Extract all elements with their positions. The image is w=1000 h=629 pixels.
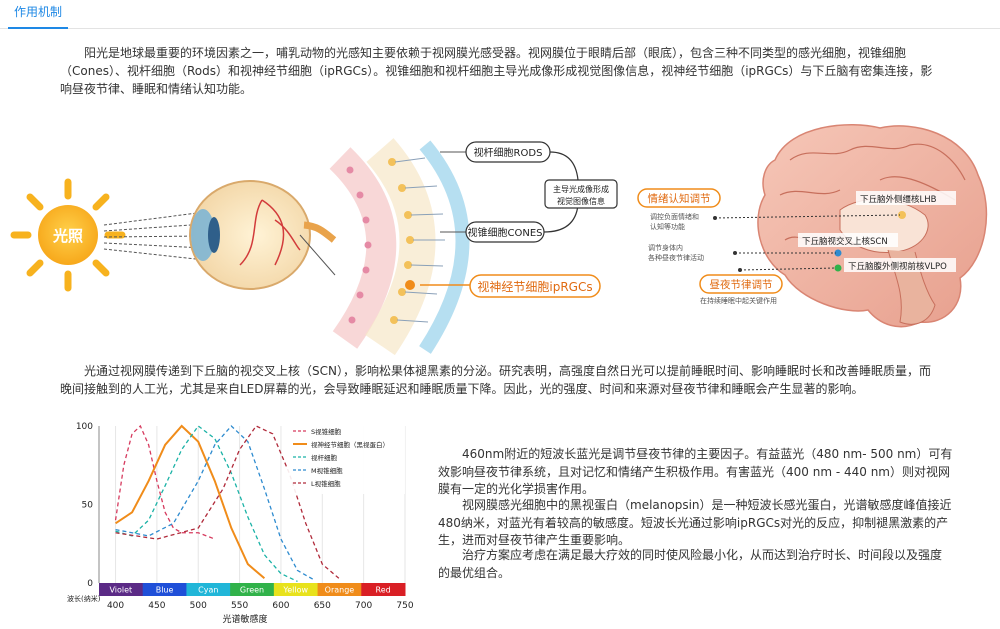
legend-label-1: 视神经节细胞（黑视蛋白） bbox=[311, 440, 389, 449]
x-tick-label-6: 700 bbox=[355, 601, 372, 611]
color-band-5 bbox=[317, 583, 362, 596]
x-tick-label-5: 650 bbox=[314, 601, 331, 611]
vlpo-label-box bbox=[844, 258, 956, 272]
x-tick-label-7: 750 bbox=[396, 601, 413, 611]
color-band-label-4: Yellow bbox=[282, 586, 308, 595]
color-band-3 bbox=[230, 583, 275, 596]
circadian-desc: 在持续睡眠中起关键作用 bbox=[700, 296, 777, 305]
x-axis-title: 波长(纳米) bbox=[67, 594, 101, 603]
legend-label-4: L视锥细胞 bbox=[311, 479, 341, 488]
color-band-label-3: Green bbox=[240, 586, 264, 595]
y-tick-label-2: 100 bbox=[76, 422, 93, 432]
x-tick-label-4: 600 bbox=[272, 601, 289, 611]
scn-label-box bbox=[798, 233, 898, 247]
series-line-1 bbox=[114, 424, 266, 580]
legend-box bbox=[287, 424, 405, 494]
body-desc-line2: 各种昼夜节律活动 bbox=[648, 253, 704, 262]
y-tick-label-1: 50 bbox=[82, 501, 94, 511]
emotion-desc-line1: 调控负面情绪和 bbox=[650, 212, 699, 221]
rods-label: 视杆细胞RODS bbox=[474, 146, 543, 159]
right-paragraph-3: 治疗方案应考虑在满足最大疗效的同时使风险最小化，从而达到治疗时长、时间段以及强度… bbox=[438, 548, 943, 580]
iprgc-label: 视神经节细胞ipRGCs bbox=[477, 279, 592, 294]
color-band-label-5: Orange bbox=[325, 586, 355, 595]
lhb-label-box bbox=[856, 191, 956, 205]
right-paragraph-1: 460nm附近的短波长蓝光是调节昼夜节律的主要因子。有益蓝光（480 nm- 5… bbox=[438, 447, 953, 496]
color-band-1 bbox=[142, 583, 187, 596]
color-band-4 bbox=[273, 583, 319, 596]
eye-illustration bbox=[189, 180, 337, 290]
vision-info-line2: 视觉图像信息 bbox=[557, 196, 605, 206]
circadian-title: 昼夜节律调节 bbox=[710, 278, 773, 291]
lhb-label: 下丘脑外侧缰核LHB bbox=[860, 194, 937, 205]
circadian-title-box bbox=[699, 274, 783, 294]
sun-icon bbox=[10, 178, 126, 292]
x-tick-label-2: 500 bbox=[190, 601, 207, 611]
emotion-title: 情绪认知调节 bbox=[648, 192, 711, 205]
y-tick-label-0: 0 bbox=[87, 579, 93, 589]
series-line-3 bbox=[115, 425, 315, 581]
color-band-2 bbox=[186, 583, 231, 596]
color-band-label-0: Violet bbox=[110, 586, 133, 595]
series-line-2 bbox=[115, 425, 298, 583]
cones-label: 视锥细胞CONES bbox=[468, 226, 543, 239]
series-line-0 bbox=[114, 424, 216, 540]
middle-paragraph: 光通过视网膜传递到下丘脑的视交叉上核（SCN），影响松果体褪黑素的分泌。研究表明… bbox=[60, 364, 931, 396]
emotion-title-box bbox=[637, 188, 721, 208]
vision-info-line1: 主导光成像形成 bbox=[553, 184, 609, 194]
x-tick-label-0: 400 bbox=[107, 601, 124, 611]
scn-label: 下丘脑视交叉上核SCN bbox=[802, 236, 888, 247]
body-desc-line1: 调节身体内 bbox=[648, 243, 683, 252]
x-tick-label-1: 450 bbox=[148, 601, 165, 611]
legend-label-0: S视锥细胞 bbox=[311, 427, 342, 436]
brain-illustration bbox=[757, 123, 988, 328]
sun-label: 光照 bbox=[52, 227, 83, 245]
vlpo-label: 下丘脑腹外侧视前核VLPO bbox=[848, 261, 947, 272]
light-pathway-diagram: 光照 视杆细胞RODS 视锥细胞CONES 主导光成像形成 bbox=[10, 123, 988, 356]
tab-bar: 作用机制 bbox=[0, 0, 1000, 29]
retina-layers bbox=[329, 138, 470, 356]
color-band-label-1: Blue bbox=[156, 586, 174, 595]
x-axis-label: 光谱敏感度 bbox=[222, 613, 267, 625]
intro-paragraph: 阳光是地球最重要的环境因素之一，哺乳动物的光感知主要依赖于视网膜光感受器。视网膜… bbox=[60, 46, 933, 96]
color-band-6 bbox=[361, 583, 406, 596]
spectral-sensitivity-chart: 0 50 100 400 450 500 550 600 650 700 750 Violet Bl… bbox=[67, 422, 414, 625]
series-line-4 bbox=[115, 425, 340, 579]
color-band-0 bbox=[99, 583, 144, 596]
iprgc-label-box bbox=[469, 274, 601, 298]
light-rays bbox=[103, 211, 206, 261]
legend-label-3: M视锥细胞 bbox=[311, 466, 343, 475]
x-tick-label-3: 550 bbox=[231, 601, 248, 611]
emotion-desc-line2: 认知等功能 bbox=[650, 222, 685, 231]
tab-mechanism[interactable]: 作用机制 bbox=[8, 0, 69, 29]
legend-label-2: 视杆细胞 bbox=[311, 453, 338, 462]
color-band-label-2: Cyan bbox=[198, 586, 218, 595]
color-band-label-6: Red bbox=[376, 586, 391, 595]
right-paragraph-2: 视网膜感光细胞中的黑视蛋白（melanopsin）是一种短波长感光蛋白，光谱敏感… bbox=[438, 498, 952, 547]
vision-info-box bbox=[544, 179, 618, 209]
